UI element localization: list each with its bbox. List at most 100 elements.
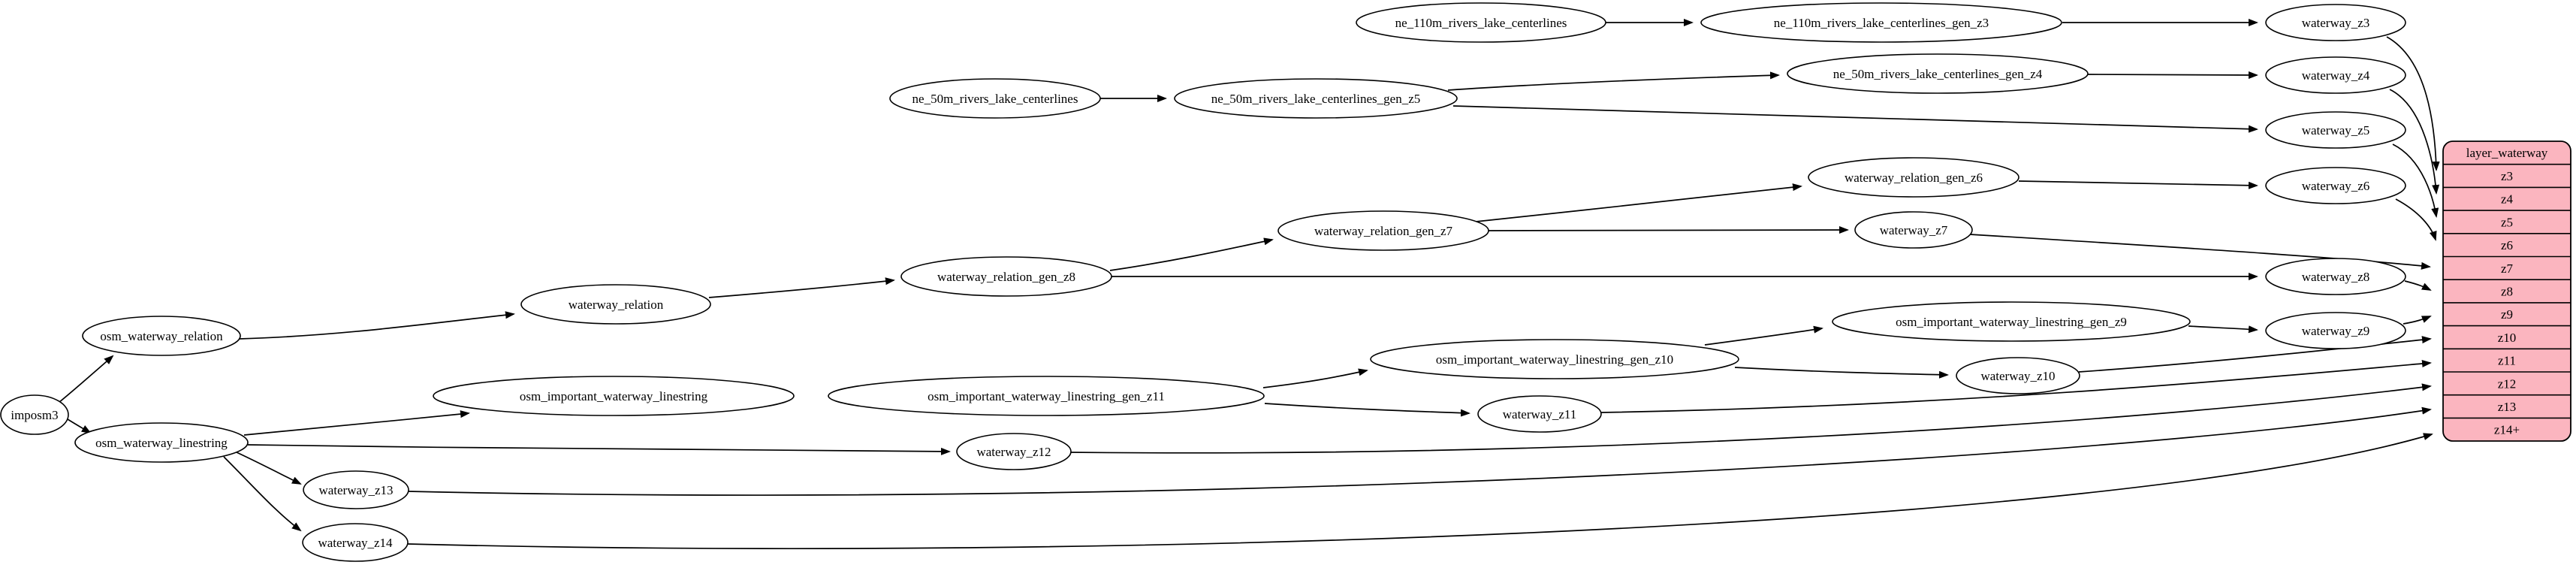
node-waterway_z13: waterway_z13 — [303, 470, 409, 509]
node-label: waterway_z4 — [2302, 68, 2370, 83]
node-label: waterway_z10 — [1980, 369, 2055, 383]
record-title: layer_waterway — [2466, 146, 2548, 160]
node-label: osm_important_waterway_linestring_gen_z9 — [1896, 315, 2127, 329]
node-ne_50m_rivers_lake_centerlines_gen_z4: ne_50m_rivers_lake_centerlines_gen_z4 — [1787, 53, 2089, 94]
edge-waterway_z5-port_z5 — [2392, 144, 2439, 218]
edge-waterway_z13-port_z13 — [408, 406, 2432, 496]
node-waterway_z8: waterway_z8 — [2265, 258, 2406, 295]
node-label: osm_waterway_relation — [100, 329, 223, 343]
record-row-z3: z3 — [2501, 169, 2513, 183]
record-layer-waterway: layer_waterway z3 z4 z5 z6 z7 z8 z9 z10 … — [2442, 140, 2571, 442]
node-waterway_z11: waterway_z11 — [1477, 395, 1602, 433]
node-osm_waterway_linestring: osm_waterway_linestring — [74, 422, 249, 463]
edge-osm_waterway_linestring-waterway_z14 — [223, 456, 302, 532]
nodes-layer: imposm3 osm_waterway_relation osm_waterw… — [0, 2, 2406, 562]
node-label: waterway_z7 — [1880, 223, 1948, 237]
record-body — [2442, 140, 2571, 442]
edge-waterway_z6-port_z6 — [2395, 198, 2437, 241]
edge-gen_z10-gen_z9 — [1704, 325, 1823, 346]
record-row-z6: z6 — [2501, 238, 2513, 252]
record-row-z12: z12 — [2498, 376, 2517, 391]
edge-imposm3-osm_waterway_relation — [58, 355, 114, 403]
node-label: osm_important_waterway_linestring_gen_z1… — [1436, 352, 1673, 367]
node-label: osm_waterway_linestring — [95, 436, 228, 450]
record-row-z9: z9 — [2501, 307, 2513, 322]
edge-imposm3-osm_waterway_linestring — [67, 418, 92, 434]
edge-osm_waterway_linestring-waterway_z12 — [247, 444, 951, 455]
record-row-z14: z14+ — [2494, 423, 2520, 437]
node-label: ne_50m_rivers_lake_centerlines_gen_z5 — [1211, 92, 1421, 106]
edge-waterway_z10-port_z10 — [2078, 336, 2432, 373]
edge-osm_waterway_linestring-osm_important — [243, 410, 470, 436]
node-label: waterway_relation_gen_z6 — [1845, 171, 1983, 185]
edge-waterway_z14-port_z14 — [407, 433, 2433, 549]
node-ne_110m_rivers_lake_centerlines_gen_z3: ne_110m_rivers_lake_centerlines_gen_z3 — [1700, 2, 2062, 43]
edge-gen_z9-waterway_z9 — [2188, 325, 2258, 334]
node-waterway_relation_gen_z7: waterway_relation_gen_z7 — [1277, 210, 1489, 251]
node-label: waterway_z9 — [2302, 324, 2370, 338]
node-waterway_z4: waterway_z4 — [2265, 56, 2406, 94]
edges-layer — [58, 19, 2440, 549]
record-row-z8: z8 — [2501, 285, 2513, 299]
node-label: imposm3 — [11, 408, 58, 422]
node-waterway_z5: waterway_z5 — [2265, 111, 2406, 149]
node-label: waterway_z11 — [1503, 407, 1577, 421]
node-label: waterway_z3 — [2302, 16, 2370, 30]
edge-waterway_relation_gen_z6-waterway_z6 — [2018, 180, 2258, 189]
node-label: waterway_z6 — [2302, 179, 2370, 193]
node-osm_waterway_relation: osm_waterway_relation — [82, 316, 241, 356]
edge-waterway_z7-port_z7 — [1969, 234, 2431, 270]
edge-waterway_relation-waterway_relation_gen_z8 — [708, 277, 895, 298]
node-label: waterway_z8 — [2302, 270, 2370, 284]
node-label: waterway_z12 — [976, 445, 1051, 459]
edge-waterway_relation_gen_z7-waterway_z7 — [1488, 226, 1849, 234]
record-row-z11: z11 — [2498, 354, 2516, 368]
node-waterway_z14: waterway_z14 — [302, 523, 409, 562]
node-imposm3: imposm3 — [0, 394, 69, 435]
edge-waterway_z3-port_z3 — [2386, 36, 2440, 171]
node-waterway_relation: waterway_relation — [520, 284, 711, 325]
node-waterway_z9: waterway_z9 — [2265, 312, 2406, 349]
node-label: waterway_z14 — [318, 536, 393, 550]
node-osm_important_waterway_linestring: osm_important_waterway_linestring — [433, 376, 795, 416]
edge-waterway_z11-port_z11 — [1600, 359, 2432, 413]
edge-gen_z4-waterway_z4 — [2087, 71, 2258, 79]
node-label: ne_50m_rivers_lake_centerlines — [912, 92, 1078, 106]
node-ne_50m_rivers_lake_centerlines: ne_50m_rivers_lake_centerlines — [889, 78, 1101, 119]
node-waterway_z6: waterway_z6 — [2265, 167, 2406, 204]
node-label: waterway_relation_gen_z7 — [1314, 224, 1453, 238]
node-osm_important_waterway_linestring_gen_z11: osm_important_waterway_linestring_gen_z1… — [828, 376, 1265, 416]
edge-waterway_z4-port_z4 — [2389, 89, 2440, 195]
edge-waterway_relation_gen_z7-waterway_relation_gen_z6 — [1475, 183, 1802, 222]
record-row-z13: z13 — [2498, 400, 2517, 414]
node-label: waterway_relation — [569, 298, 664, 312]
edge-gen_z11-waterway_z11 — [1264, 403, 1470, 417]
record-row-z4: z4 — [2501, 192, 2514, 207]
node-osm_important_waterway_linestring_gen_z10: osm_important_waterway_linestring_gen_z1… — [1370, 339, 1739, 379]
edge-waterway_z8-port_z8 — [2404, 280, 2432, 291]
node-label: ne_110m_rivers_lake_centerlines_gen_z3 — [1774, 16, 1989, 30]
record-row-z5: z5 — [2501, 215, 2513, 229]
record-row-z7: z7 — [2501, 261, 2514, 276]
node-waterway_z10: waterway_z10 — [1956, 357, 2080, 394]
node-osm_important_waterway_linestring_gen_z9: osm_important_waterway_linestring_gen_z9 — [1832, 301, 2191, 342]
node-waterway_relation_gen_z8: waterway_relation_gen_z8 — [900, 256, 1112, 297]
edge-gen_z11-gen_z10 — [1262, 368, 1368, 388]
edge-gen_z5-waterway_z5 — [1452, 105, 2258, 133]
node-label: osm_important_waterway_linestring_gen_z1… — [928, 389, 1165, 403]
edge-osm_waterway_linestring-waterway_z13 — [236, 452, 302, 485]
edge-waterway_z12-port_z12 — [1069, 383, 2432, 454]
edge-gen_z5-gen_z4 — [1447, 71, 1780, 91]
node-label: ne_110m_rivers_lake_centerlines — [1395, 16, 1567, 30]
edge-osm_waterway_relation-waterway_relation — [239, 311, 515, 340]
edge-waterway_relation_gen_z8-waterway_relation_gen_z7 — [1109, 237, 1274, 271]
node-label: waterway_relation_gen_z8 — [937, 270, 1075, 284]
node-label: waterway_z13 — [318, 483, 393, 497]
node-ne_50m_rivers_lake_centerlines_gen_z5: ne_50m_rivers_lake_centerlines_gen_z5 — [1174, 78, 1458, 119]
node-waterway_z7: waterway_z7 — [1854, 211, 1973, 249]
node-waterway_z12: waterway_z12 — [956, 433, 1072, 470]
edge-waterway_z9-port_z9 — [2403, 316, 2432, 325]
record-row-z10: z10 — [2498, 331, 2517, 345]
